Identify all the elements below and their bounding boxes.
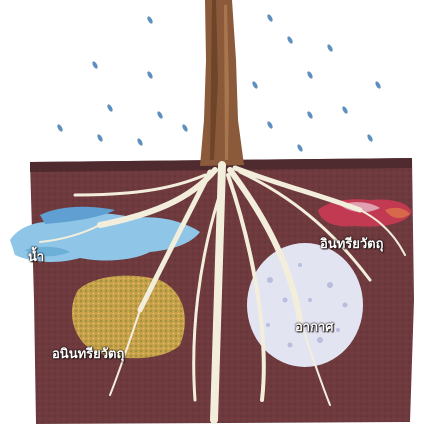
inorganic-label: อนินทรียวัตถุ — [52, 348, 124, 361]
water-label: น้ำ — [28, 251, 44, 264]
air-label: อากาศ — [295, 321, 334, 334]
organic-label: อินทรียวัตถุ — [320, 238, 383, 251]
tree-trunk — [200, 0, 244, 166]
